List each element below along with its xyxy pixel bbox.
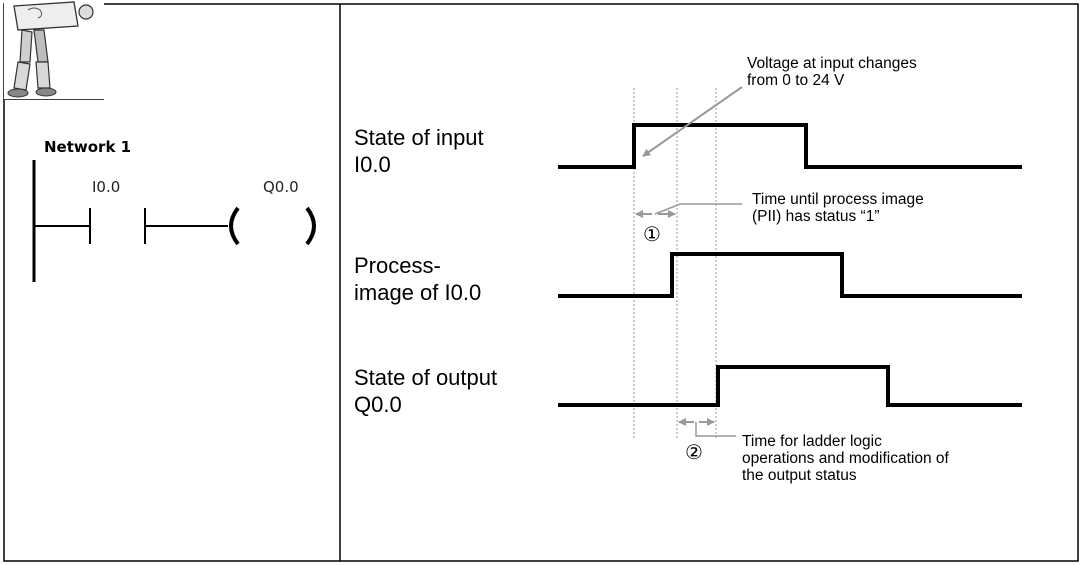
delay1-leader bbox=[654, 203, 742, 215]
coil-address: Q0.0 bbox=[263, 178, 299, 196]
marker-1: ① bbox=[643, 224, 661, 246]
pii-delay-note: Time until process image (PII) has statu… bbox=[752, 191, 924, 225]
contact-address: I0.0 bbox=[92, 178, 121, 196]
output-label: State of output Q0.0 bbox=[354, 365, 498, 417]
delay2-leader bbox=[695, 422, 736, 437]
process-image-waveform bbox=[558, 252, 1022, 298]
ladder-diagram bbox=[32, 160, 316, 282]
logic-delay-note: Time for ladder logic operations and mod… bbox=[742, 433, 949, 484]
network-title: Network 1 bbox=[44, 138, 132, 156]
input-waveform bbox=[558, 123, 1022, 169]
input-label: State of input I0.0 bbox=[354, 125, 484, 177]
process-image-label: Process- image of I0.0 bbox=[354, 253, 482, 305]
output-waveform bbox=[558, 365, 1022, 407]
person-holding-paper-icon bbox=[4, 0, 104, 100]
coil-right-arc bbox=[305, 206, 316, 246]
marker-2: ② bbox=[685, 442, 703, 464]
voltage-note: Voltage at input changes from 0 to 24 V bbox=[747, 55, 917, 89]
voltage-arrow bbox=[642, 86, 743, 157]
coil-left-arc bbox=[229, 206, 240, 246]
